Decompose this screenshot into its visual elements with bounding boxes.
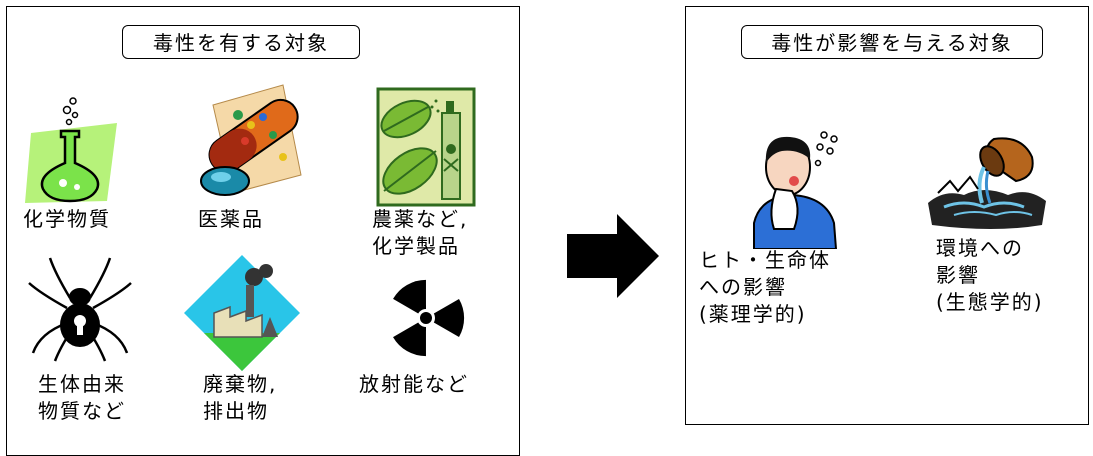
bio-substances-label-line2: 物質など: [38, 399, 126, 423]
environment-impact-label-line3: (生態学的): [936, 290, 1044, 314]
affected-targets-panel: 毒性が影響を与える対象 ヒト・生命体 への影響 (薬理学的) 環境への 影響 (…: [685, 6, 1089, 425]
pesticides-label-line2: 化学製品: [372, 234, 460, 258]
factory-icon: [184, 255, 300, 371]
flask-icon: [25, 97, 117, 203]
environment-impact-label-line1: 環境への: [936, 236, 1024, 260]
right-arrow-icon: [567, 214, 659, 298]
chemical-substances-label: 化学物質: [23, 207, 111, 231]
pharmaceuticals-label: 医薬品: [198, 207, 264, 231]
pesticides-label-line1: 農薬など,: [372, 207, 469, 231]
affected-targets-title: 毒性が影響を与える対象: [741, 25, 1043, 59]
human-impact-label-line3: (薬理学的): [699, 302, 807, 326]
human-impact-label-line2: への影響: [699, 275, 787, 299]
toxic-sources-panel: 毒性を有する対象 化学物質 医薬品: [6, 6, 520, 456]
polluted-water-icon: [928, 137, 1046, 229]
sick-person-icon: [753, 131, 838, 249]
environment-impact-label-line2: 影響: [936, 263, 980, 287]
waste-label-line2: 排出物: [203, 399, 269, 423]
spider-icon: [28, 257, 132, 362]
radiation-icon: [393, 279, 465, 357]
pesticide-spray-icon: [376, 87, 476, 207]
toxic-sources-title: 毒性を有する対象: [122, 25, 360, 59]
human-impact-label-line1: ヒト・生命体: [699, 248, 831, 272]
bio-substances-label-line1: 生体由来: [38, 372, 126, 396]
pills-icon: [200, 84, 302, 196]
radioactivity-label: 放射能など: [359, 372, 469, 396]
waste-label-line1: 廃棄物,: [203, 372, 278, 396]
